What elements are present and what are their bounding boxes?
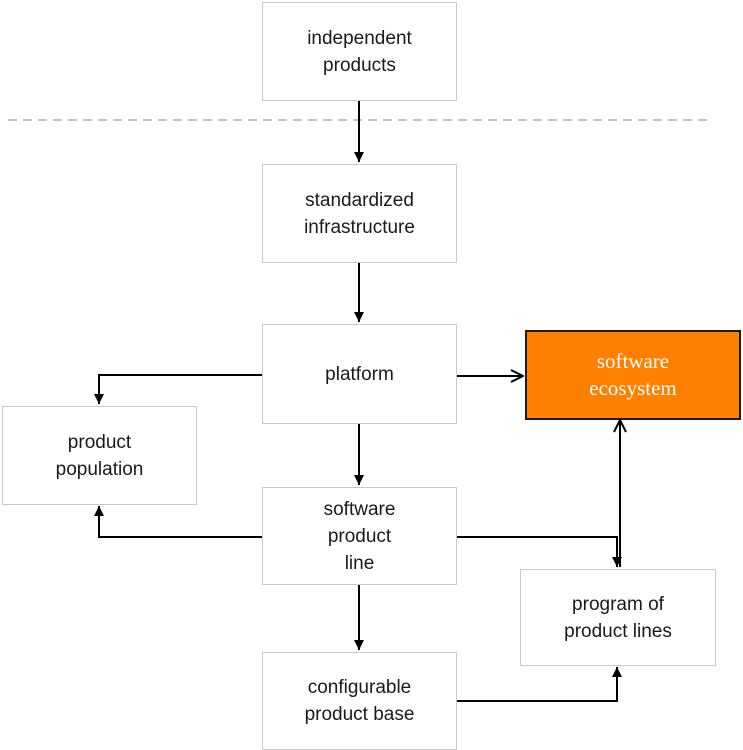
node-standardized-infrastructure: standardized infrastructure: [262, 164, 457, 263]
node-program-of-product-lines: program of product lines: [520, 569, 716, 666]
node-configurable-product-base: configurable product base: [262, 652, 457, 750]
node-software-ecosystem: software ecosystem: [525, 330, 741, 420]
node-product-population: product population: [2, 406, 197, 505]
node-independent-products: independent products: [262, 2, 457, 101]
edge-platform-to-population: [94, 374, 262, 404]
edges: [94, 101, 622, 702]
node-platform: platform: [262, 324, 457, 424]
node-software-product-line: software product line: [262, 487, 457, 585]
edge-productline-to-program: [457, 536, 622, 567]
edge-productline-to-population: [94, 506, 262, 538]
edge-configurable-to-program: [457, 667, 622, 702]
